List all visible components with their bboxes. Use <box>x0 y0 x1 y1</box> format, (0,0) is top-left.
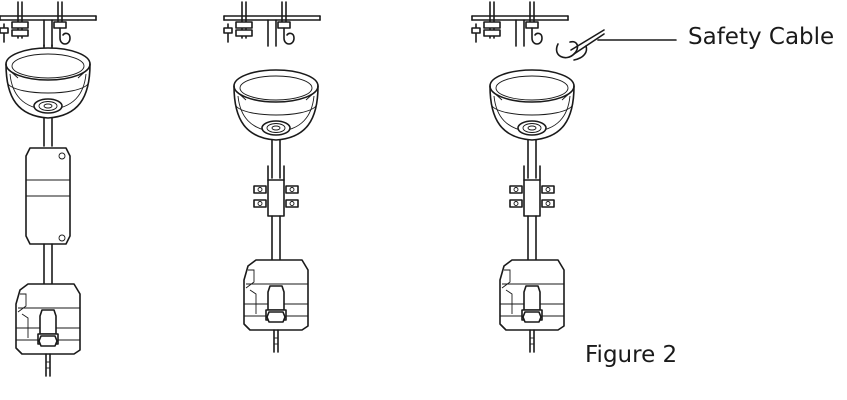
figure-caption: Figure 2 <box>585 342 678 368</box>
assembly-1 <box>0 1 97 377</box>
assembly-2 <box>223 1 321 353</box>
assembly-3 <box>471 1 677 353</box>
safety-cable-label: Safety Cable <box>688 24 835 50</box>
safety-cable <box>555 29 605 61</box>
